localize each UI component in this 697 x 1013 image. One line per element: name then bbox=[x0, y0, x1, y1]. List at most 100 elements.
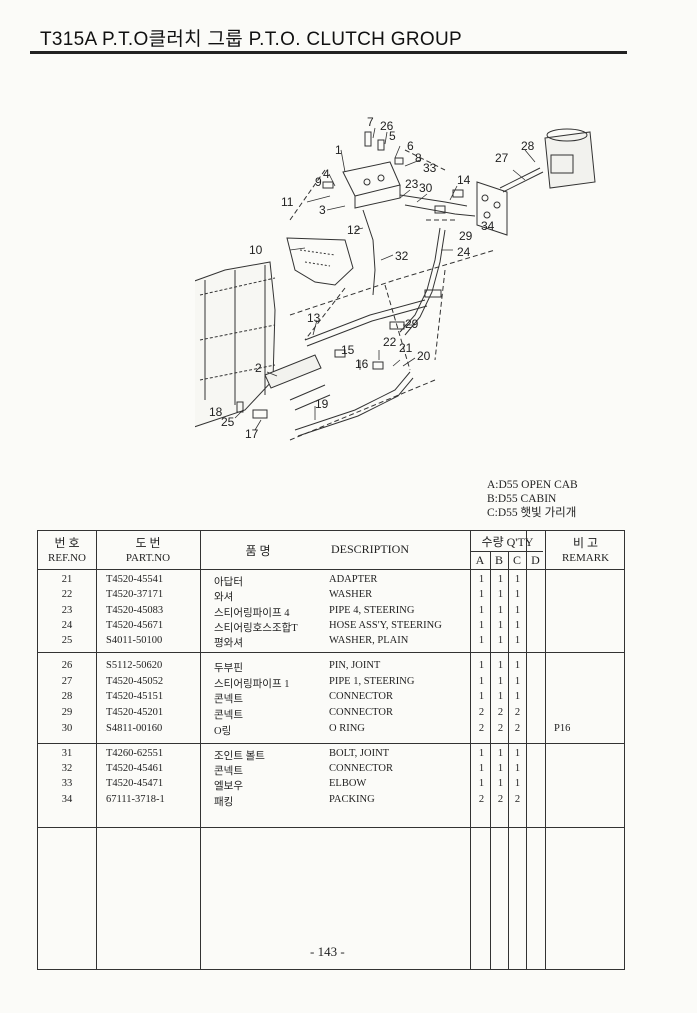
legend-item: C:D55 햇빛 가리개 bbox=[487, 507, 577, 519]
svg-text:33: 33 bbox=[423, 161, 437, 175]
svg-text:2: 2 bbox=[255, 361, 262, 375]
svg-text:15: 15 bbox=[341, 343, 355, 357]
qty-c: 1 bbox=[514, 676, 521, 687]
qty-b: 1 bbox=[497, 589, 504, 600]
part-name-kor: 스티어링호스조합T bbox=[214, 623, 298, 634]
part-name-kor: 콘넥트 bbox=[214, 766, 243, 777]
ref-no: 23 bbox=[61, 605, 73, 616]
svg-text:24: 24 bbox=[457, 245, 471, 259]
svg-text:34: 34 bbox=[481, 219, 495, 233]
part-no: T4520-45151 bbox=[106, 691, 164, 702]
svg-text:29: 29 bbox=[459, 229, 473, 243]
part-description: HOSE ASS'Y, STEERING bbox=[329, 620, 442, 631]
part-name-kor: 아답터 bbox=[214, 577, 243, 588]
svg-text:6: 6 bbox=[407, 139, 414, 153]
page-header: T315A P.T.O클러치 그룹 P.T.O. CLUTCH GROUP bbox=[30, 20, 630, 54]
grid-line bbox=[470, 551, 543, 552]
qty-b: 1 bbox=[497, 635, 504, 646]
part-name-kor: 와셔 bbox=[214, 592, 234, 603]
svg-text:18: 18 bbox=[209, 405, 223, 419]
header-qty-d: D bbox=[531, 553, 540, 567]
legend-item: B:D55 CABIN bbox=[487, 493, 557, 505]
qty-b: 1 bbox=[497, 660, 504, 671]
qty-b: 1 bbox=[497, 605, 504, 616]
svg-text:30: 30 bbox=[419, 181, 433, 195]
ref-no: 32 bbox=[61, 763, 73, 774]
table-row: 29 T4520-45201 콘넥트 CONNECTOR 2 2 2 bbox=[38, 707, 624, 722]
part-no: T4520-45461 bbox=[106, 763, 164, 774]
qty-c: 1 bbox=[514, 778, 521, 789]
remark: P16 bbox=[554, 723, 571, 734]
grid-line bbox=[508, 551, 509, 969]
part-no: T4520-45083 bbox=[106, 605, 164, 616]
qty-c: 1 bbox=[514, 605, 521, 616]
table-row: 25 S4011-50100 평와셔 WASHER, PLAIN 1 1 1 bbox=[38, 635, 624, 650]
table-row: 24 T4520-45671 스티어링호스조합T HOSE ASS'Y, STE… bbox=[38, 620, 624, 635]
svg-text:10: 10 bbox=[249, 243, 263, 257]
svg-text:8: 8 bbox=[415, 151, 422, 165]
table-row: 21 T4520-45541 아답터 ADAPTER 1 1 1 bbox=[38, 574, 624, 589]
part-name-kor: 콘넥트 bbox=[214, 694, 243, 705]
svg-text:21: 21 bbox=[399, 341, 413, 355]
part-description: ADAPTER bbox=[329, 574, 378, 585]
ref-no: 34 bbox=[61, 794, 73, 805]
svg-text:23: 23 bbox=[405, 177, 419, 191]
part-description: PIN, JOINT bbox=[329, 660, 381, 671]
part-description: O RING bbox=[329, 723, 365, 734]
qty-c: 2 bbox=[514, 707, 521, 718]
qty-b: 1 bbox=[497, 748, 504, 759]
grid-line bbox=[545, 531, 546, 969]
svg-text:16: 16 bbox=[355, 357, 369, 371]
part-name-kor: 엘보우 bbox=[214, 781, 243, 792]
part-no: S4011-50100 bbox=[106, 635, 163, 646]
qty-c: 1 bbox=[514, 574, 521, 585]
page-number: - 143 - bbox=[310, 944, 345, 959]
part-description: PACKING bbox=[329, 794, 375, 805]
svg-text:14: 14 bbox=[457, 173, 471, 187]
qty-b: 2 bbox=[497, 723, 504, 734]
svg-text:25: 25 bbox=[221, 415, 235, 429]
grid-line bbox=[490, 551, 491, 969]
qty-a: 1 bbox=[478, 605, 485, 616]
header-remark-eng: REMARK bbox=[561, 552, 610, 564]
svg-text:7: 7 bbox=[367, 115, 374, 129]
valve-block-part-1 bbox=[342, 161, 401, 197]
table-row: 28 T4520-45151 콘넥트 CONNECTOR 1 1 1 bbox=[38, 691, 624, 706]
pipe-19 bbox=[294, 371, 411, 431]
header-qty: 수량 Q'TY bbox=[481, 535, 534, 549]
part-name-kor: 조인트 볼트 bbox=[214, 751, 265, 762]
grid-line bbox=[38, 743, 624, 744]
pipe-12 bbox=[362, 209, 376, 296]
part-no: S5112-50620 bbox=[106, 660, 163, 671]
ref-no: 28 bbox=[61, 691, 73, 702]
ref-no: 22 bbox=[61, 589, 73, 600]
table-row: 31 T4260-62551 조인트 볼트 BOLT, JOINT 1 1 1 bbox=[38, 748, 624, 763]
qty-a: 1 bbox=[478, 574, 485, 585]
bracket-part-10 bbox=[286, 237, 354, 286]
part-description: PIPE 1, STEERING bbox=[329, 676, 415, 687]
part-no: T4520-45471 bbox=[106, 778, 164, 789]
qty-b: 2 bbox=[497, 794, 504, 805]
qty-a: 1 bbox=[478, 635, 485, 646]
qty-c: 2 bbox=[514, 723, 521, 734]
qty-a: 1 bbox=[478, 763, 485, 774]
ref-no: 26 bbox=[61, 660, 73, 671]
part-name-kor: 평와셔 bbox=[214, 638, 243, 649]
grid-line bbox=[470, 531, 471, 969]
part-name-kor: O링 bbox=[214, 726, 232, 737]
part-name-kor: 패킹 bbox=[214, 797, 234, 808]
part-no: 67111-3718-1 bbox=[106, 794, 165, 805]
legend-item: A:D55 OPEN CAB bbox=[487, 479, 578, 491]
qty-b: 1 bbox=[497, 574, 504, 585]
header-qty-b: B bbox=[494, 553, 503, 567]
svg-text:32: 32 bbox=[395, 249, 409, 263]
svg-text:17: 17 bbox=[245, 427, 259, 441]
table-row: 32 T4520-45461 콘넥트 CONNECTOR 1 1 1 bbox=[38, 763, 624, 778]
qty-c: 1 bbox=[514, 691, 521, 702]
qty-b: 1 bbox=[497, 691, 504, 702]
qty-a: 1 bbox=[478, 676, 485, 687]
steering-unit bbox=[544, 131, 596, 189]
part-description: CONNECTOR bbox=[329, 763, 393, 774]
